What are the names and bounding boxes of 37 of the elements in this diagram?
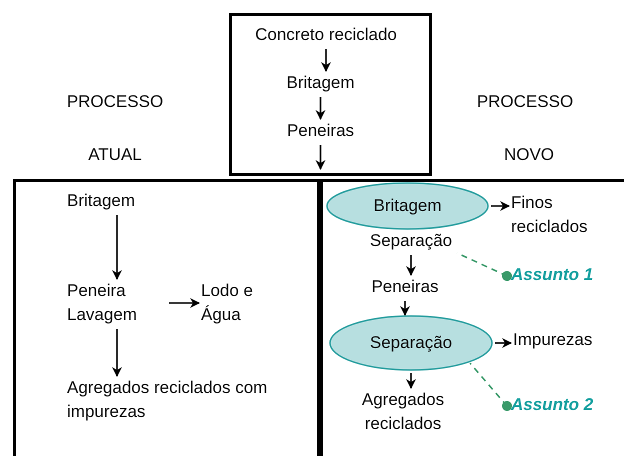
- leader-line: [469, 362, 512, 411]
- step-label: Agregados reciclados com impurezas: [67, 376, 282, 424]
- step-label: Separação: [370, 332, 452, 354]
- arrow: [321, 49, 331, 72]
- step-label: Agregados reciclados: [361, 388, 445, 436]
- step-label: Separação: [359, 229, 463, 253]
- section-label: PROCESSO: [476, 92, 574, 112]
- note-label: Assunto 2: [511, 393, 611, 417]
- process-panel: [229, 13, 432, 176]
- step-label: Britagem: [67, 189, 167, 213]
- process-panel: [13, 179, 320, 456]
- arrow: [406, 373, 416, 389]
- arrow: [491, 201, 510, 211]
- process-panel: [320, 179, 624, 456]
- section-label: NOVO: [502, 145, 556, 165]
- step-label: Finos reciclados: [511, 191, 619, 239]
- process-ellipse: [329, 315, 493, 371]
- step-label: Concreto reciclado: [235, 23, 417, 47]
- arrow: [406, 255, 416, 276]
- arrow: [112, 215, 122, 280]
- step-label: Lodo e Água: [201, 279, 276, 327]
- section-label: ATUAL: [87, 145, 143, 165]
- step-label: Peneiras: [273, 119, 368, 143]
- step-label: Peneira Lavagem: [67, 279, 167, 327]
- step-label: Impurezas: [513, 328, 617, 352]
- arrow: [316, 97, 326, 120]
- arrow: [112, 329, 122, 377]
- arrow: [400, 301, 410, 316]
- section-label: PROCESSO: [66, 92, 164, 112]
- step-label: Britagem: [273, 71, 368, 95]
- arrow: [495, 338, 512, 348]
- arrow: [169, 298, 200, 308]
- step-label: Peneiras: [361, 275, 449, 299]
- process-ellipse: [326, 182, 489, 230]
- note-label: Assunto 1: [511, 263, 611, 287]
- arrow: [316, 145, 326, 170]
- step-label: Britagem: [373, 195, 442, 217]
